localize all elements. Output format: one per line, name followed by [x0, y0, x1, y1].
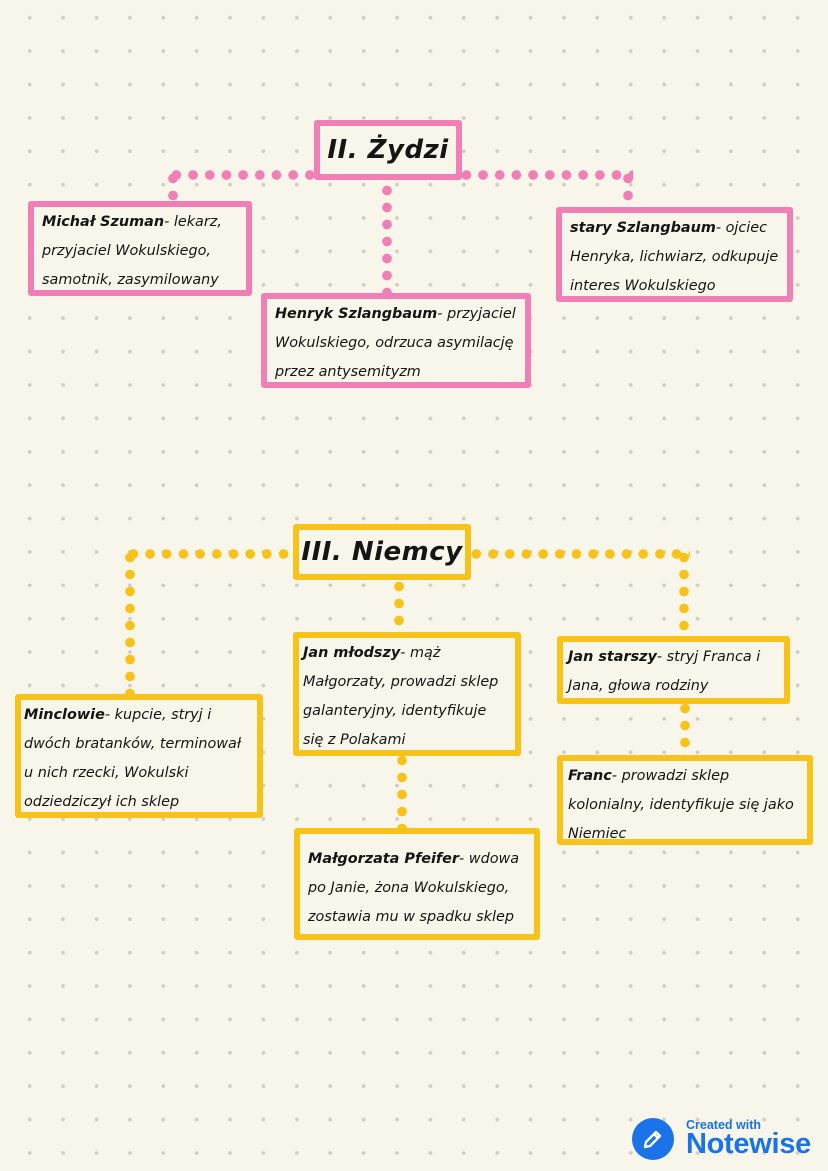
node-text: samotnik, zasymilowany	[42, 272, 219, 288]
node-name: Franc	[568, 768, 612, 784]
node-text: Małgorzaty, prowadzi sklep	[303, 674, 499, 690]
node-text: - prowadzi sklep	[611, 768, 730, 784]
node-text: interes Wokulskiego	[570, 278, 716, 294]
connector-zydzi-right-down	[623, 170, 633, 212]
node-text: galanteryjny, identyfikuje	[303, 703, 487, 719]
section-title-niemcy-text: III. Niemcy	[301, 537, 463, 567]
node-name: Jan starszy	[568, 649, 657, 665]
node-text: - ojciec	[715, 220, 768, 236]
node-franc: Franc- prowadzi sklep kolonialny, identy…	[557, 755, 813, 845]
node-text: Wokulskiego, odrzuca asymilację	[275, 335, 514, 351]
node-text: - kupcie, stryj i	[104, 707, 212, 723]
pencil-icon	[632, 1118, 674, 1160]
connector-zydzi-left	[168, 170, 318, 180]
node-text: - wdowa	[459, 851, 520, 867]
node-text: u nich rzecki, Wokulski	[24, 765, 189, 781]
node-name: Małgorzata Pfeifer	[308, 851, 460, 867]
node-text: przyjaciel Wokulskiego,	[42, 243, 211, 259]
connector-niemcy-right	[468, 549, 690, 559]
connector-niemcy-left-down	[125, 549, 135, 695]
connector-jan-mlodszy-down	[397, 752, 407, 830]
node-name: Minclowie	[24, 707, 105, 723]
connector-zydzi-right	[458, 170, 633, 180]
node-text: Niemiec	[568, 826, 627, 842]
node-text: zostawia mu w spadku sklep	[308, 909, 514, 925]
node-text: odziedziczył ich sklep	[24, 794, 180, 810]
node-jan-mlodszy: Jan młodszy- mąż Małgorzaty, prowadzi sk…	[293, 632, 521, 756]
section-title-niemcy: III. Niemcy	[293, 524, 471, 580]
connector-niemcy-right-down	[679, 549, 689, 639]
node-name: Michał Szuman	[42, 214, 165, 230]
node-text: po Janie, żona Wokulskiego,	[308, 880, 510, 896]
node-text: Henryka, lichwiarz, odkupuje	[570, 249, 779, 265]
section-title-zydzi-text: II. Żydzi	[327, 135, 449, 165]
node-text: - stryj Franca i	[656, 649, 761, 665]
node-text: kolonialny, identyfikuje się jako	[568, 797, 794, 813]
node-michal-szuman: Michał Szuman- lekarz, przyjaciel Wokuls…	[28, 201, 252, 296]
node-name: stary Szlangbaum	[570, 220, 716, 236]
node-text: - przyjaciel	[437, 306, 516, 322]
connector-zydzi-center-down	[382, 182, 392, 294]
branding-big-text: Notewise	[686, 1128, 811, 1161]
connector-niemcy-left	[125, 549, 297, 559]
node-malgorzata-pfeifer: Małgorzata Pfeifer- wdowa po Janie, żona…	[294, 828, 540, 940]
node-text: Jana, głowa rodziny	[568, 678, 709, 694]
node-text: - mąż	[400, 645, 441, 661]
node-stary-szlangbaum: stary Szlangbaum- ojciec Henryka, lichwi…	[556, 207, 793, 302]
notewise-branding: Created with Notewise	[632, 1118, 811, 1160]
node-minclowie: Minclowie- kupcie, stryj i dwóch bratank…	[15, 694, 263, 818]
node-text: przez antysemityzm	[275, 364, 421, 380]
connector-jan-starszy-down	[680, 700, 690, 758]
node-name: Henryk Szlangbaum	[275, 306, 438, 322]
node-text: się z Polakami	[303, 732, 406, 748]
node-henryk-szlangbaum: Henryk Szlangbaum- przyjaciel Wokulskieg…	[261, 293, 531, 388]
section-title-zydzi: II. Żydzi	[314, 120, 462, 180]
connector-zydzi-left-down	[168, 170, 178, 204]
node-text: dwóch bratanków, terminował	[24, 736, 241, 752]
node-name: Jan młodszy	[303, 645, 401, 661]
node-jan-starszy: Jan starszy- stryj Franca i Jana, głowa …	[557, 636, 790, 704]
branding-small-text: Created with	[686, 1117, 762, 1132]
connector-niemcy-center-down	[394, 578, 404, 634]
node-text: - lekarz,	[164, 214, 222, 230]
